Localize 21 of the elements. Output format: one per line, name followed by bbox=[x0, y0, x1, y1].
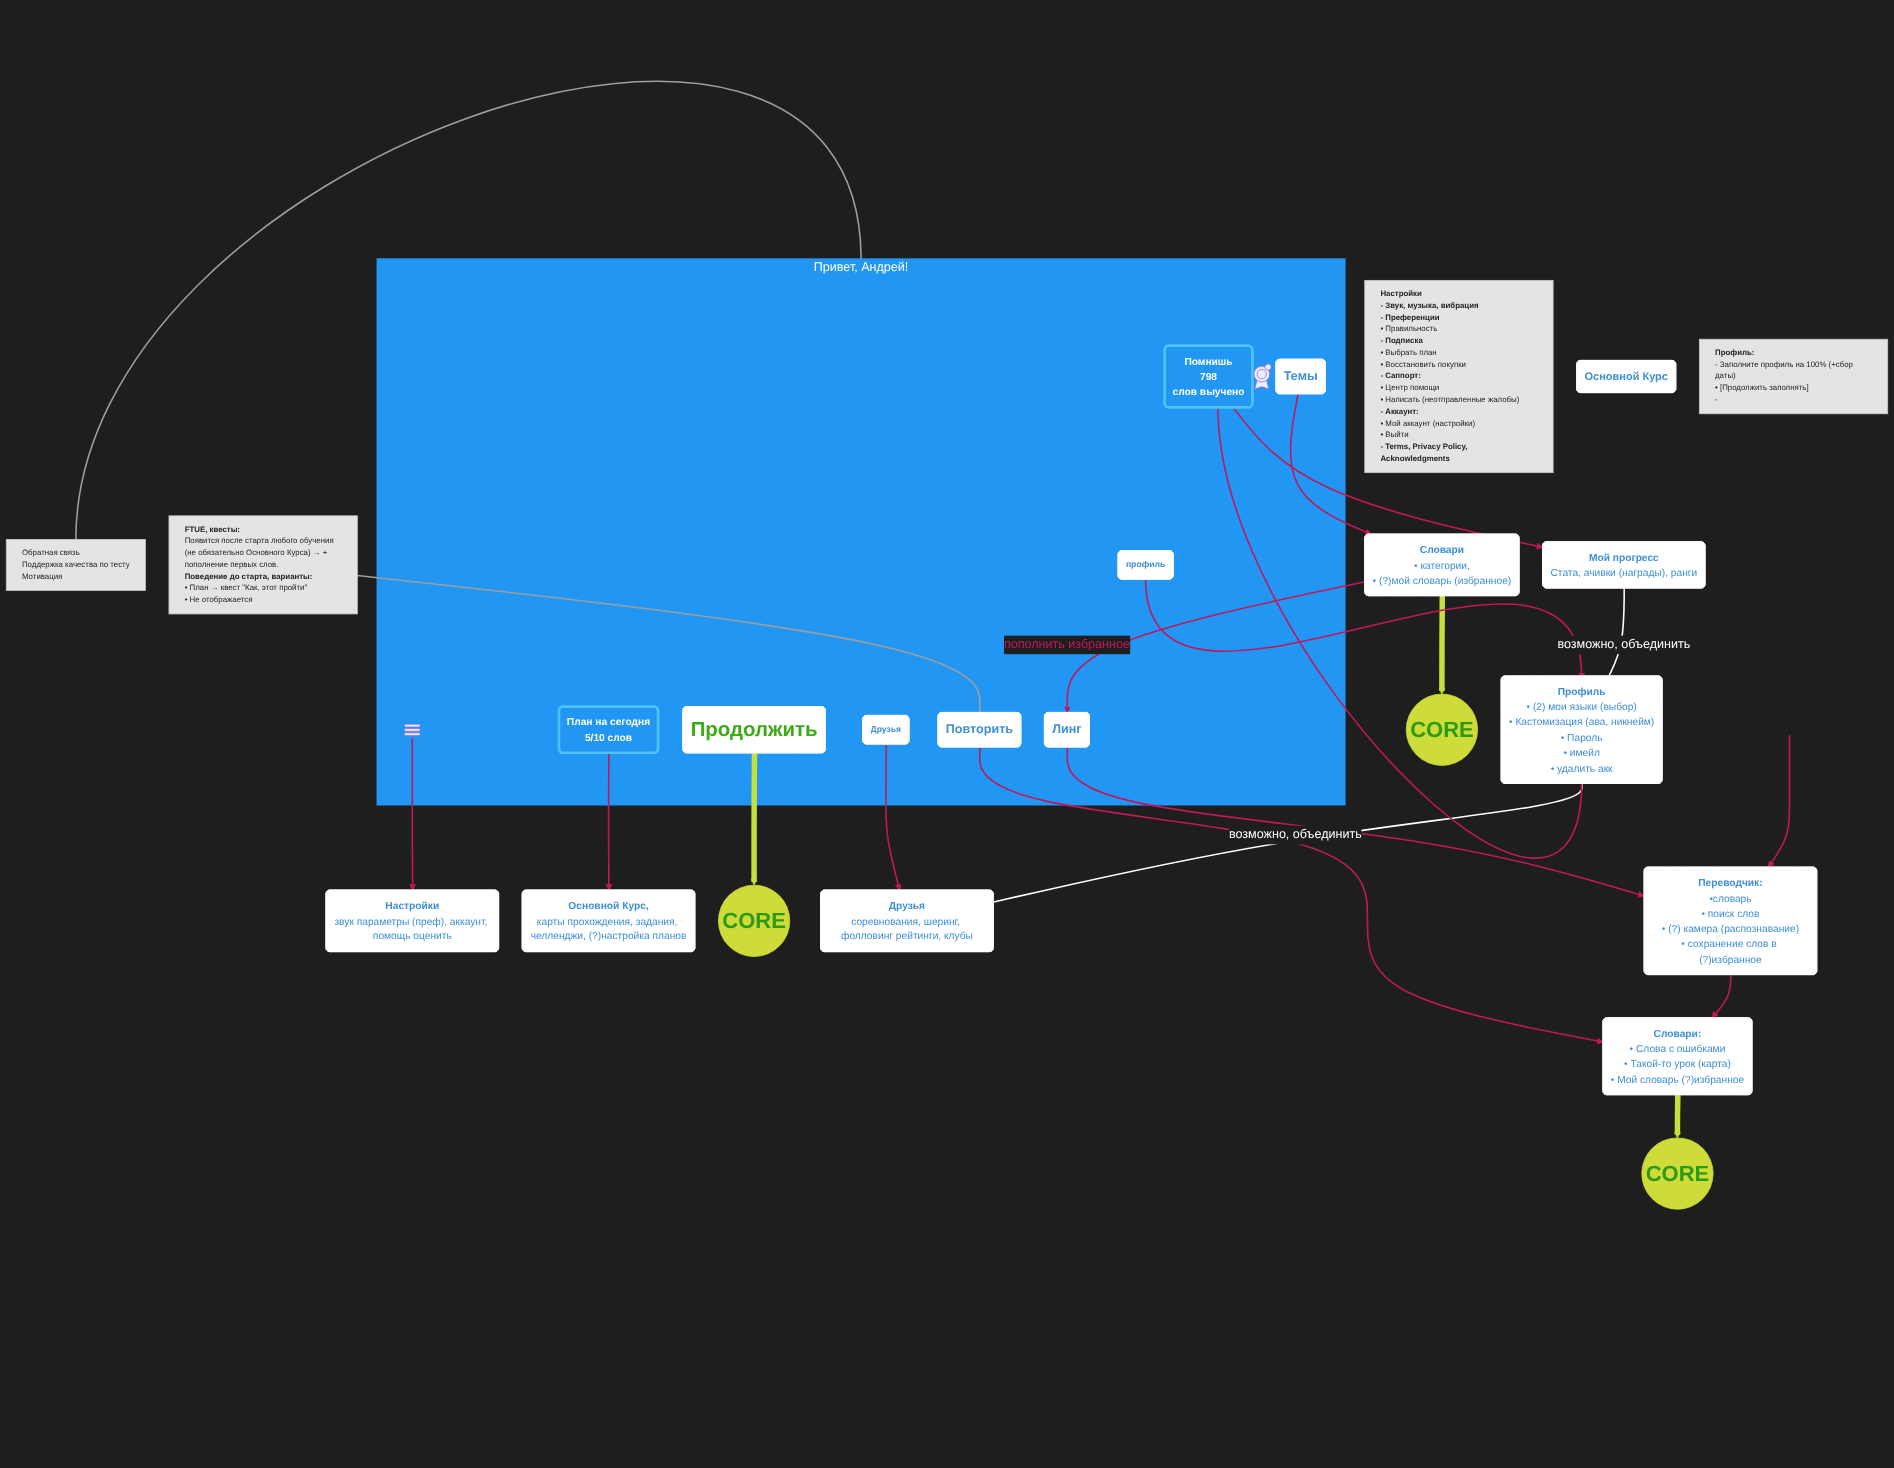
connector bbox=[75, 80, 862, 541]
connector bbox=[992, 783, 1583, 903]
arrow bbox=[885, 743, 902, 891]
arrow bbox=[1144, 578, 1585, 680]
node-circle: CORE bbox=[718, 884, 791, 957]
arrow bbox=[605, 752, 613, 891]
node-circle: CORE bbox=[1641, 1137, 1714, 1210]
arrow bbox=[750, 753, 758, 886]
arrow bbox=[1767, 734, 1791, 868]
arrow bbox=[1289, 393, 1372, 536]
connector bbox=[1217, 406, 1583, 858]
arrow bbox=[1438, 596, 1446, 695]
connector bbox=[356, 574, 981, 714]
arrow bbox=[1063, 580, 1366, 714]
arrow bbox=[978, 746, 1604, 1045]
arrow bbox=[1711, 974, 1732, 1019]
arrow bbox=[1674, 1095, 1681, 1139]
arrow bbox=[1232, 406, 1544, 550]
arrow bbox=[409, 736, 417, 891]
node-circle: CORE bbox=[1405, 693, 1478, 766]
arrow bbox=[1066, 746, 1645, 898]
